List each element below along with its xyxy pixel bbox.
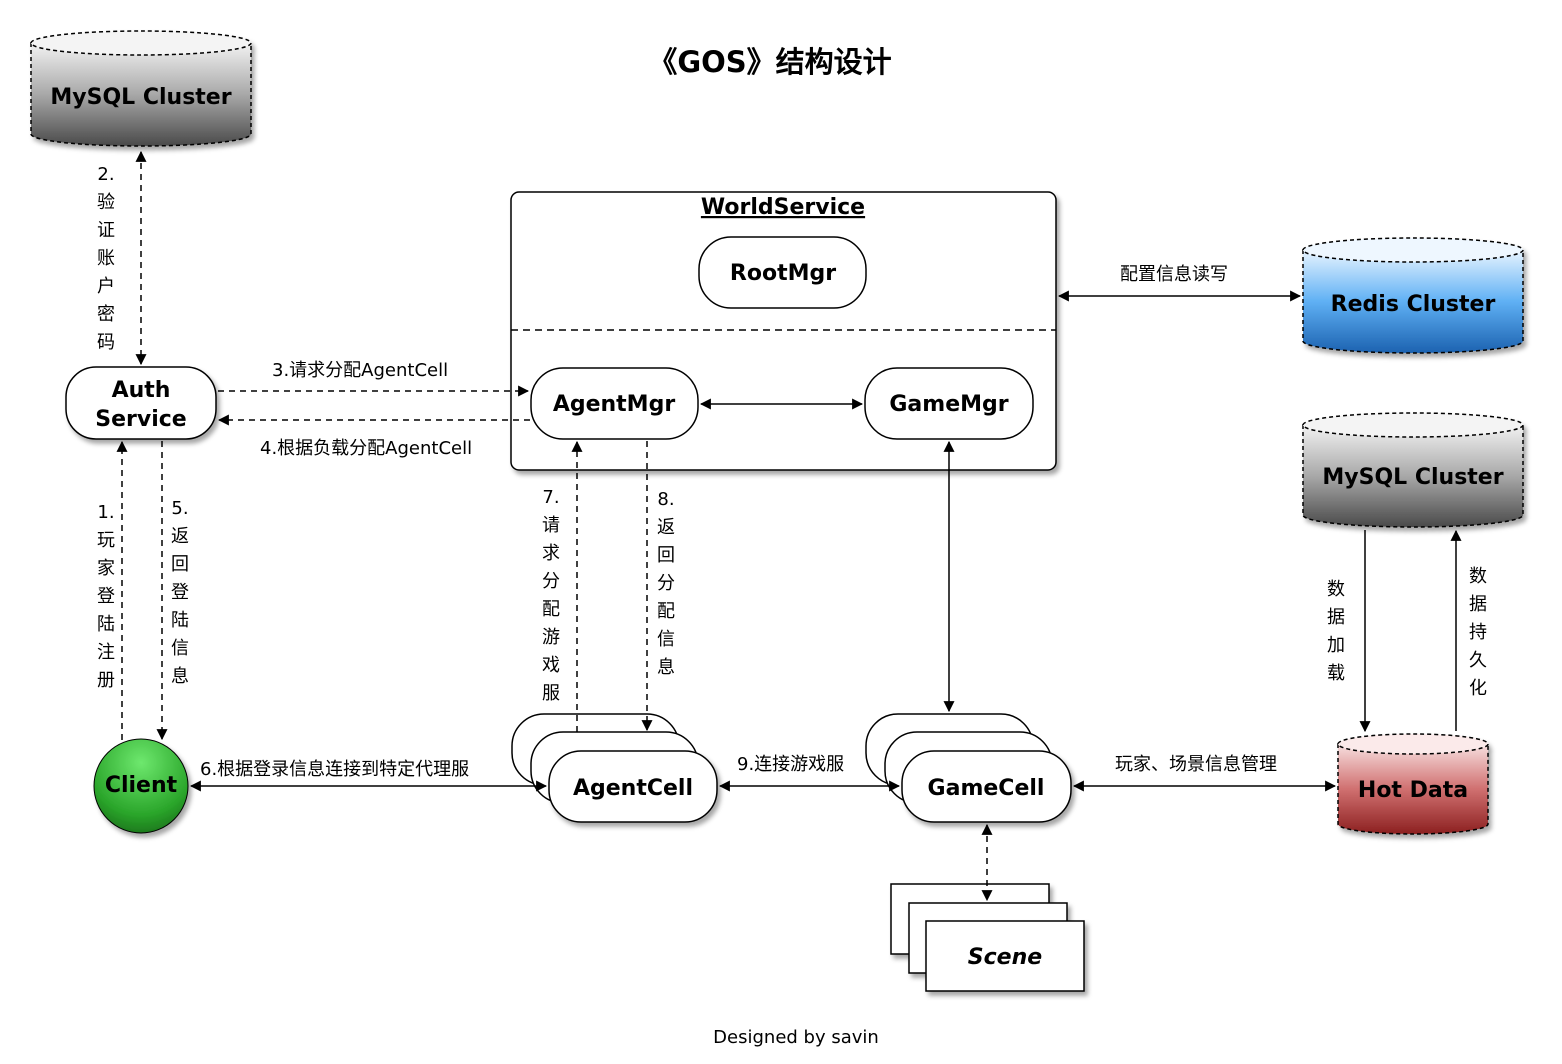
- game-mgr-label: GameMgr: [889, 392, 1008, 417]
- agent-cell-box: [548, 750, 718, 823]
- hot-data-label: Hot Data: [1358, 778, 1468, 803]
- label-player-scene: 玩家、场景信息管理: [1115, 754, 1277, 775]
- game-cell-label: GameCell: [928, 776, 1045, 801]
- mysql-cluster-right-label: MySQL Cluster: [1322, 465, 1503, 490]
- label-data-load-char: 据: [1327, 607, 1345, 628]
- label-e8-char: 回: [657, 545, 675, 566]
- label-e1-char: 家: [97, 558, 115, 579]
- auth-service-label-line1: Auth: [112, 378, 171, 403]
- root-mgr-label: RootMgr: [730, 261, 836, 286]
- label-e7-char: 分: [542, 571, 560, 592]
- agent-cell-stack: [511, 713, 718, 823]
- label-e2-char: 户: [97, 276, 115, 297]
- label-e3: 3.请求分配AgentCell: [272, 360, 448, 381]
- label-e2-char: 验: [97, 192, 115, 213]
- label-e5-char: 5.: [171, 498, 188, 519]
- label-e5-char: 返: [171, 526, 189, 547]
- label-e7-char: 戏: [542, 655, 560, 676]
- label-data-persist-char: 化: [1469, 678, 1487, 699]
- scene-stack: [890, 883, 1085, 992]
- label-e8-char: 返: [657, 517, 675, 538]
- label-data-load-char: 数: [1327, 579, 1345, 600]
- label-e2-char: 账: [97, 248, 115, 269]
- game-cell-stack: [865, 713, 1072, 823]
- label-e2-char: 码: [97, 332, 115, 353]
- label-e7-char: 服: [542, 683, 560, 704]
- label-e2-char: 密: [97, 304, 115, 325]
- label-e8-char: 配: [657, 601, 675, 622]
- label-e2-char: 证: [97, 220, 115, 241]
- label-e1-char: 册: [97, 670, 115, 691]
- label-data-persist-char: 据: [1469, 594, 1487, 615]
- label-e1-char: 登: [97, 586, 115, 607]
- label-data-persist-char: 持: [1469, 622, 1487, 643]
- label-data-persist-char: 久: [1469, 650, 1487, 671]
- label-e8-char: 分: [657, 573, 675, 594]
- diagram-title: 《GOS》结构设计: [648, 45, 891, 79]
- label-e1-char: 1.: [97, 502, 114, 523]
- label-e1-char: 注: [97, 642, 115, 663]
- label-e1-char: 玩: [97, 530, 115, 551]
- scene-box: [925, 920, 1085, 992]
- label-e8-char: 信: [657, 629, 675, 650]
- label-data-load-char: 载: [1327, 663, 1345, 684]
- label-e6: 6.根据登录信息连接到特定代理服: [200, 759, 469, 780]
- auth-service-label-line2: Service: [95, 407, 186, 432]
- redis-cluster: [1302, 237, 1524, 354]
- mysql-cluster-top-label: MySQL Cluster: [50, 85, 231, 110]
- label-e7-char: 求: [542, 543, 560, 564]
- agent-cell-label: AgentCell: [573, 776, 693, 801]
- game-mgr-box: [864, 367, 1034, 440]
- scene-label: Scene: [968, 945, 1042, 970]
- label-e5-char: 登: [171, 582, 189, 603]
- redis-cluster-label: Redis Cluster: [1331, 292, 1496, 317]
- label-e9: 9.连接游戏服: [737, 754, 844, 775]
- footer-credit: Designed by savin: [713, 1027, 879, 1048]
- label-e8-char: 8.: [657, 489, 674, 510]
- label-e4: 4.根据负载分配AgentCell: [260, 438, 472, 459]
- game-cell-box: [901, 750, 1072, 823]
- label-e5-char: 信: [171, 638, 189, 659]
- label-e2-char: 2.: [97, 164, 114, 185]
- hot-data: [1337, 733, 1489, 835]
- client-node: [93, 738, 189, 834]
- label-e7-char: 游: [542, 627, 560, 648]
- label-e7-char: 请: [542, 515, 560, 536]
- client-label: Client: [105, 773, 178, 798]
- auth-service-box: [65, 366, 217, 440]
- label-e5-char: 陆: [171, 610, 189, 631]
- label-config: 配置信息读写: [1120, 264, 1228, 285]
- root-mgr-box: [698, 236, 867, 309]
- label-data-load-char: 加: [1327, 635, 1345, 656]
- agent-mgr-box: [530, 367, 699, 440]
- label-e7-char: 7.: [542, 487, 559, 508]
- mysql-cluster-right: [1302, 412, 1524, 528]
- mysql-cluster-top: [30, 30, 252, 147]
- label-data-persist-char: 数: [1469, 566, 1487, 587]
- label-e7-char: 配: [542, 599, 560, 620]
- label-e1-char: 陆: [97, 614, 115, 635]
- label-e5-char: 回: [171, 554, 189, 575]
- world-service-label: WorldService: [701, 195, 865, 220]
- label-e5-char: 息: [171, 666, 189, 687]
- label-e8-char: 息: [657, 657, 675, 678]
- agent-mgr-label: AgentMgr: [553, 392, 676, 417]
